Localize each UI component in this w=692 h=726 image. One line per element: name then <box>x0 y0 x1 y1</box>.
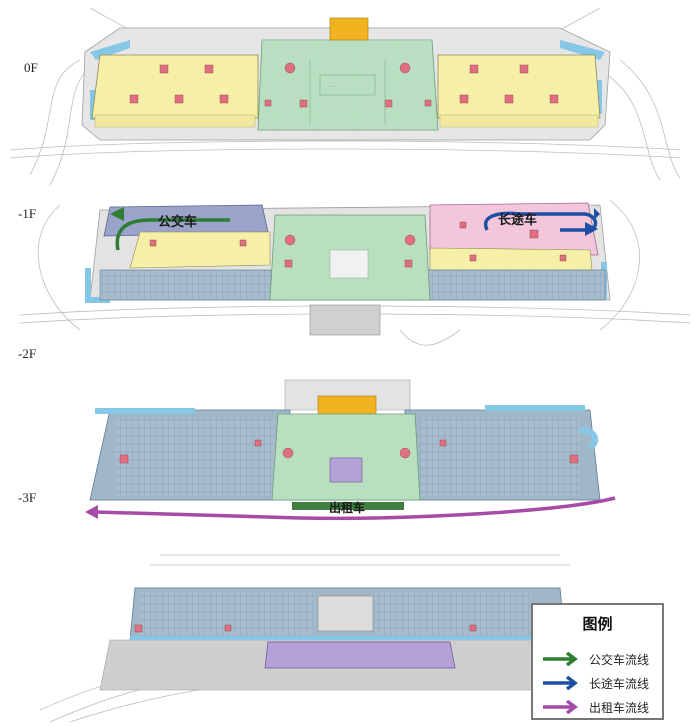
legend-item-taxi: 出租车流线 <box>541 697 658 717</box>
bus-zone-label: 公交车 <box>158 214 197 230</box>
level-0F-plan: · · · · <box>9 7 681 186</box>
level-label-minus2F: -2F <box>18 346 36 361</box>
level-minus3F-plan <box>39 554 570 723</box>
legend-title: 图例 <box>582 615 613 633</box>
level-minus2F-plan <box>85 379 616 521</box>
legend-item-bus: 公交车流线 <box>541 649 658 669</box>
level-minus1F-plan <box>19 199 691 346</box>
legend-label-bus: 公交车流线 <box>589 652 650 667</box>
purple-arrow-icon <box>543 700 578 714</box>
legend-label-taxi: 出租车流线 <box>589 700 650 715</box>
svg-text:· · · ·: · · · · <box>330 84 339 89</box>
coach-zone-label: 长途车 <box>498 212 537 228</box>
legend-label-coach: 长途车流线 <box>589 676 650 691</box>
level-label-minus1F: -1F <box>18 206 36 221</box>
taxi-zone-label: 出租车 <box>329 500 365 515</box>
blue-arrow-icon <box>543 676 578 690</box>
legend-item-coach: 长途车流线 <box>541 673 658 693</box>
legend-panel: 图例 公交车流线 长途车流线 出租车流线 <box>531 603 664 720</box>
level-label-minus3F: -3F <box>18 490 36 505</box>
level-label-0F: 0F <box>24 60 38 75</box>
green-arrow-icon <box>543 652 578 666</box>
